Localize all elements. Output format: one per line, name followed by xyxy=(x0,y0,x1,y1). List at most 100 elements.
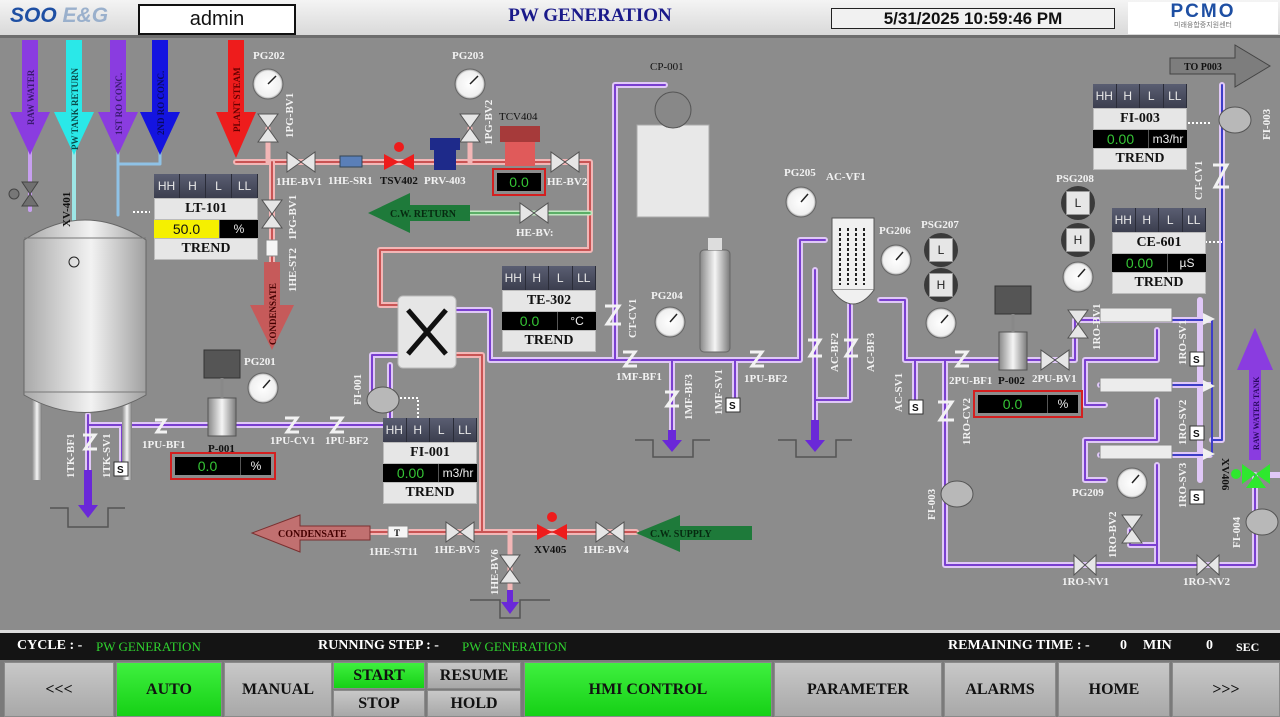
trend-button[interactable]: TREND xyxy=(502,330,596,352)
auto-mode-button[interactable]: AUTO xyxy=(116,662,222,717)
solenoid-boxes xyxy=(113,351,1205,505)
parameter-button[interactable]: PARAMETER xyxy=(774,662,942,717)
svg-text:PG203: PG203 xyxy=(452,50,484,62)
activated-carbon-vessel xyxy=(831,217,875,305)
svg-text:T: T xyxy=(394,528,400,538)
gauges xyxy=(247,68,1148,499)
min-label: MIN xyxy=(1143,638,1172,653)
trend-button[interactable]: TREND xyxy=(1112,272,1206,294)
remaining-time-label: REMAINING TIME : - xyxy=(948,638,1090,653)
drain-arrows xyxy=(78,420,825,614)
svg-text:XV406: XV406 xyxy=(1219,458,1231,491)
svg-text:CONDENSATE: CONDENSATE xyxy=(278,529,347,540)
svg-text:1HE-SR1: 1HE-SR1 xyxy=(328,175,373,187)
alarms-button[interactable]: ALARMS xyxy=(944,662,1056,717)
svg-text:1RO-CV2: 1RO-CV2 xyxy=(961,397,973,445)
pump-p002 xyxy=(994,285,1032,371)
psg208-low-switch[interactable]: L xyxy=(1061,186,1095,220)
hold-button[interactable]: HOLD xyxy=(427,690,521,717)
prv403-valve xyxy=(430,138,460,170)
switch-label: L xyxy=(1066,191,1090,215)
svg-text:1RO-SV2: 1RO-SV2 xyxy=(1177,399,1189,445)
trend-button[interactable]: TREND xyxy=(383,482,477,504)
prev-page-button[interactable]: <<< xyxy=(4,662,114,717)
switch-label: H xyxy=(929,273,953,297)
svg-text:S: S xyxy=(912,403,919,414)
arrow-pw-tank-return: PW TANK RETURN xyxy=(54,40,94,155)
ro-membranes xyxy=(1099,307,1173,460)
navigation-bar: <<< AUTO MANUAL START STOP RESUME HOLD H… xyxy=(0,660,1280,717)
manual-mode-button[interactable]: MANUAL xyxy=(224,662,332,717)
alarm-ll: LL xyxy=(232,174,258,198)
svg-text:S: S xyxy=(729,401,736,412)
xv405-valve xyxy=(537,512,567,540)
trend-button[interactable]: TREND xyxy=(1093,148,1187,170)
svg-text:TSV402: TSV402 xyxy=(380,175,418,187)
alarm-h: H xyxy=(1117,84,1140,108)
start-button[interactable]: START xyxy=(333,662,425,689)
alarm-ll: LL xyxy=(454,418,477,442)
svg-text:RAW WATER TANK: RAW WATER TANK xyxy=(1252,376,1261,450)
svg-text:S: S xyxy=(1193,355,1200,366)
svg-text:1TK-SV1: 1TK-SV1 xyxy=(101,433,113,478)
tsv402-valve xyxy=(384,142,414,170)
alarm-l: L xyxy=(206,174,232,198)
storage-tank[interactable] xyxy=(23,219,147,480)
p002-speed-readout[interactable]: 0.0% xyxy=(973,390,1083,418)
svg-text:1HE-BV4: 1HE-BV4 xyxy=(583,544,629,556)
svg-text:AC-BF2: AC-BF2 xyxy=(829,332,841,372)
brand-name: PCMO xyxy=(1170,1,1236,22)
p001-speed-readout[interactable]: 0.0% xyxy=(170,452,276,480)
svg-text:PW TANK RETURN: PW TANK RETURN xyxy=(70,67,80,150)
arrow-cw-return: C.W. RETURN xyxy=(368,193,470,233)
svg-text:CT-CV1: CT-CV1 xyxy=(1193,161,1205,200)
cartridge-filter xyxy=(699,238,731,353)
cycle-value: PW GENERATION xyxy=(96,639,201,654)
remaining-sec-value: 0 xyxy=(1206,638,1213,653)
trend-button[interactable]: TREND xyxy=(154,238,258,260)
svg-text:PG206: PG206 xyxy=(879,225,911,237)
arrow-to-p003: TO P003 xyxy=(1169,44,1271,88)
alarm-l: L xyxy=(549,266,573,290)
ro-outlet-arrows xyxy=(1203,313,1215,460)
alarm-l: L xyxy=(1159,208,1183,232)
hmi-control-button[interactable]: HMI CONTROL xyxy=(524,662,772,717)
svg-text:CT-CV1: CT-CV1 xyxy=(627,299,639,338)
alarm-hh: HH xyxy=(383,418,407,442)
xv406-valve xyxy=(1231,464,1270,488)
svg-text:1HE-BV5: 1HE-BV5 xyxy=(434,544,480,556)
resume-button[interactable]: RESUME xyxy=(427,662,521,689)
pump-p001 xyxy=(203,349,241,437)
alarm-l: L xyxy=(1140,84,1164,108)
svg-text:1MF-SV1: 1MF-SV1 xyxy=(713,369,725,415)
svg-text:1PU-BF1: 1PU-BF1 xyxy=(142,439,185,451)
svg-text:1RO-NV1: 1RO-NV1 xyxy=(1062,576,1109,588)
svg-text:1PU-BF2: 1PU-BF2 xyxy=(744,373,788,385)
psg207-high-switch[interactable]: H xyxy=(924,268,958,302)
psg208-high-switch[interactable]: H xyxy=(1061,223,1095,257)
heat-exchanger xyxy=(397,295,457,369)
svg-text:S: S xyxy=(1193,429,1200,440)
svg-text:PG201: PG201 xyxy=(244,356,276,368)
svg-text:1RO-NV2: 1RO-NV2 xyxy=(1183,576,1231,588)
svg-text:2ND RO CONC.: 2ND RO CONC. xyxy=(156,71,166,135)
drains xyxy=(50,439,852,619)
gauge-pg204 xyxy=(654,306,686,338)
svg-text:2PU-BV1: 2PU-BV1 xyxy=(1032,373,1077,385)
brand-subtitle: 미래융합중지원센터 xyxy=(1174,22,1232,29)
tcv404-readout[interactable]: 0.0 xyxy=(492,168,546,196)
psg207-low-switch[interactable]: L xyxy=(924,233,958,267)
instrument-tag: FI-001 xyxy=(383,442,477,464)
user-field[interactable]: admin xyxy=(138,4,296,35)
svg-text:1RO-SV1: 1RO-SV1 xyxy=(1177,320,1189,365)
svg-text:1RO-BV1: 1RO-BV1 xyxy=(1091,304,1103,350)
gauge-psg207 xyxy=(925,307,957,339)
gauge-pg209 xyxy=(1116,467,1148,499)
gauge-pg203 xyxy=(454,68,486,100)
home-button[interactable]: HOME xyxy=(1058,662,1170,717)
stop-button[interactable]: STOP xyxy=(333,690,425,717)
svg-text:AC-VF1: AC-VF1 xyxy=(826,171,866,183)
next-page-button[interactable]: >>> xyxy=(1172,662,1280,717)
